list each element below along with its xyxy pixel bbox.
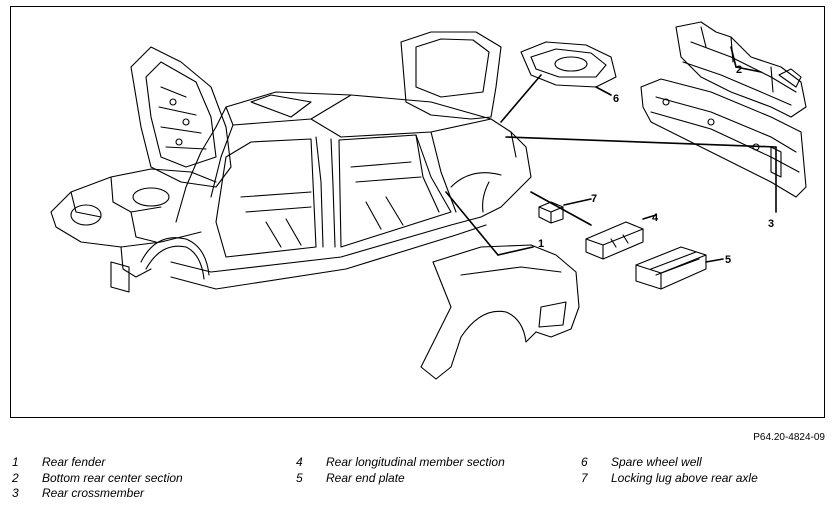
- part-rear-fender: [420, 244, 580, 380]
- leader-1: [445, 191, 499, 256]
- legend-text: Rear longitudinal member section: [326, 455, 505, 469]
- leader-4-tail: [642, 214, 657, 220]
- legend-num: 2: [12, 471, 19, 485]
- legend-text: Rear end plate: [326, 471, 405, 485]
- callout-6: 6: [613, 93, 619, 105]
- legend-num: 3: [12, 486, 19, 500]
- leader-6-tail: [595, 86, 612, 96]
- car-body-diagram: 1 2 3 4 5 6 7: [50, 21, 807, 380]
- leader-3: [505, 136, 777, 148]
- callout-5: 5: [725, 254, 731, 266]
- leader-2b: [735, 66, 762, 73]
- legend-num: 5: [296, 471, 303, 485]
- callout-3: 3: [768, 218, 774, 230]
- hood: [130, 46, 232, 188]
- leader-2: [730, 46, 737, 68]
- leader-1-tail: [497, 246, 534, 256]
- callout-4: 4: [652, 212, 659, 224]
- car-body-shell: [50, 91, 532, 293]
- leader-6: [500, 74, 542, 123]
- legend-text: Bottom rear center section: [42, 471, 183, 485]
- callout-1: 1: [538, 238, 544, 250]
- part-rear-crossmember: [640, 78, 807, 198]
- leader-lines: [445, 46, 777, 263]
- legend-text: Rear crossmember: [42, 486, 145, 500]
- legend-num: 1: [12, 455, 19, 469]
- part-rear-end-plate: [635, 246, 707, 290]
- legend-num: 6: [581, 455, 588, 469]
- callout-7: 7: [591, 193, 597, 205]
- figure-code: P64.20-4824-09: [753, 432, 825, 443]
- legend-num: 4: [296, 455, 303, 469]
- leader-4: [530, 191, 592, 226]
- callout-2: 2: [736, 64, 742, 76]
- leader-5: [705, 258, 724, 263]
- trunk-lid: [400, 31, 502, 120]
- part-locking-lug: [538, 201, 564, 224]
- leader-7: [563, 198, 592, 206]
- legend: 1 Rear fender 2 Bottom rear center secti…: [12, 455, 822, 503]
- legend-text: Spare wheel well: [611, 455, 702, 469]
- part-rear-longitudinal: [585, 221, 644, 260]
- legend-text: Locking lug above rear axle: [611, 471, 758, 485]
- diagram-frame: 1 2 3 4 5 6 7: [10, 6, 825, 418]
- legend-text: Rear fender: [42, 455, 106, 469]
- part-spare-wheel-well: [520, 41, 617, 88]
- legend-num: 7: [581, 471, 588, 485]
- callouts: 1 2 3 4 5 6 7: [538, 64, 774, 266]
